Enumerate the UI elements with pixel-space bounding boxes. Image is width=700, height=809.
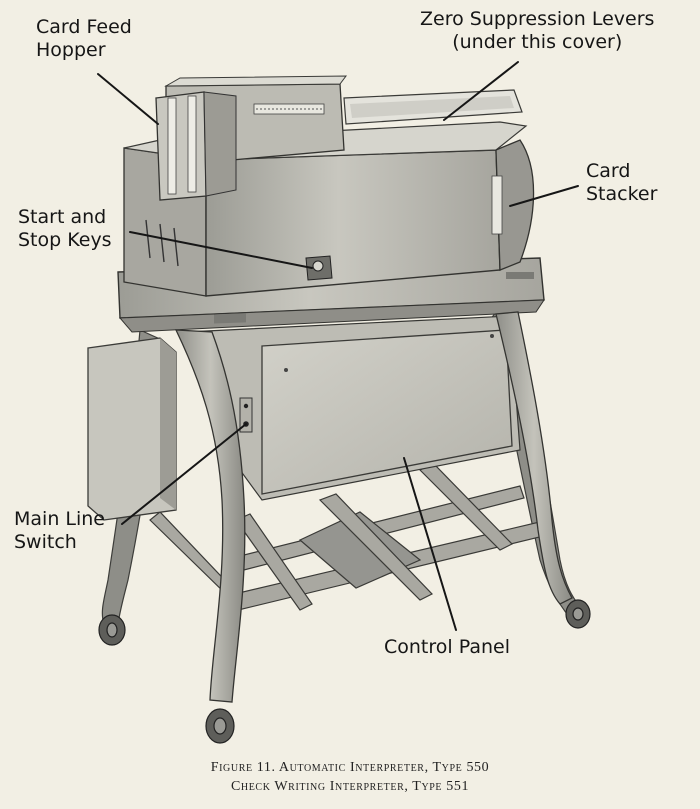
label-line: Card bbox=[586, 160, 631, 182]
label-line: Stacker bbox=[586, 183, 658, 205]
label-line: Hopper bbox=[36, 39, 106, 61]
label-line: Start and bbox=[18, 206, 107, 228]
label-line: Zero Suppression Levers bbox=[420, 8, 655, 30]
label-line: Main Line bbox=[14, 508, 105, 530]
label-card-feed-hopper: Card Feed Hopper bbox=[36, 16, 132, 62]
leader-card-stacker bbox=[509, 185, 579, 207]
leader-start-stop-keys bbox=[129, 231, 313, 269]
label-line: Stop Keys bbox=[18, 229, 112, 251]
label-line: Control Panel bbox=[384, 636, 510, 658]
leader-card-feed-hopper bbox=[97, 73, 159, 125]
label-line: Card Feed bbox=[36, 16, 132, 38]
label-control-panel: Control Panel bbox=[384, 636, 510, 659]
figure-caption: Figure 11. Automatic Interpreter, Type 5… bbox=[0, 758, 700, 796]
label-zero-suppression-levers: Zero Suppression Levers (under this cove… bbox=[420, 8, 654, 54]
label-line: (under this cover) bbox=[452, 31, 623, 53]
base-rails bbox=[149, 463, 553, 613]
caption-line-1: Figure 11. Automatic Interpreter, Type 5… bbox=[210, 760, 490, 775]
side-cabinet bbox=[87, 337, 177, 521]
label-main-line-switch: Main Line Switch bbox=[14, 508, 105, 554]
label-start-stop-keys: Start and Stop Keys bbox=[18, 206, 112, 252]
caption-line-2: Check Writing Interpreter, Type 551 bbox=[230, 779, 470, 794]
stand-body bbox=[117, 257, 545, 501]
label-line: Switch bbox=[14, 531, 77, 553]
upper-machine bbox=[123, 75, 535, 297]
leader-zero-suppression bbox=[443, 61, 519, 121]
leader-lines bbox=[97, 61, 579, 631]
leader-control-panel bbox=[403, 457, 457, 631]
label-card-stacker: Card Stacker bbox=[586, 160, 657, 206]
leader-main-line-switch bbox=[121, 423, 247, 525]
casters bbox=[98, 599, 591, 744]
